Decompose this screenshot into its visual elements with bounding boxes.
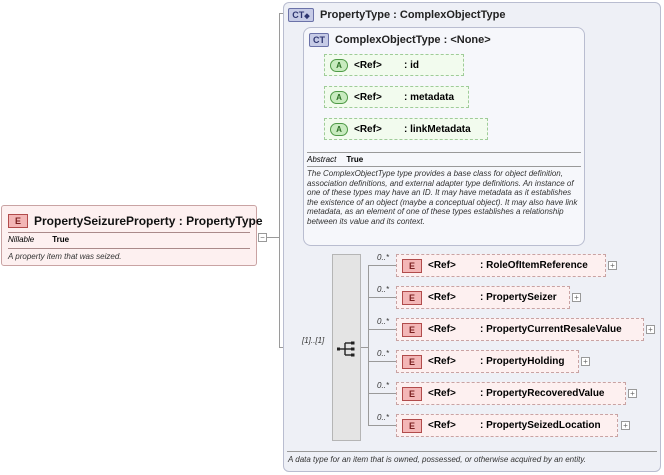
abstract-label: Abstract (307, 155, 337, 164)
attribute-badge: A (330, 90, 348, 104)
element-ref-name: : PropertySeizedLocation (480, 420, 601, 431)
element-ref: <Ref> (428, 420, 456, 431)
element-ref: <Ref> (428, 292, 456, 303)
occurs-label: 0..* (377, 413, 390, 422)
element-ref: <Ref> (428, 324, 456, 335)
element-badge: E (402, 258, 422, 273)
divider (307, 166, 581, 167)
divider (8, 232, 250, 233)
child-element-propertyseizedlocation[interactable]: E <Ref> : PropertySeizedLocation (396, 414, 618, 437)
attribute-name: : id (404, 59, 419, 71)
base-type-badge: CT (309, 33, 329, 47)
nillable-value: True (52, 235, 70, 244)
divider (287, 451, 657, 452)
connector-line (368, 265, 396, 266)
base-type-description: The ComplexObjectType type provides a ba… (307, 169, 578, 226)
element-ref-name: : PropertyCurrentResaleValue (480, 324, 622, 335)
complex-type-header: CT◆ PropertyType : ComplexObjectType (288, 8, 505, 22)
occurs-label: 0..* (377, 285, 390, 294)
connector-line (279, 13, 280, 348)
expand-plus-icon[interactable]: + (581, 357, 590, 366)
element-ref-name: : RoleOfItemReference (480, 260, 588, 271)
complex-type-title: PropertyType : ComplexObjectType (320, 9, 506, 21)
element-badge: E (402, 322, 422, 337)
expand-plus-icon[interactable]: + (628, 389, 637, 398)
attribute-ref: <Ref> (354, 59, 382, 71)
element-name: PropertySeizureProperty : PropertyType (34, 214, 263, 228)
element-badge: E (402, 354, 422, 369)
child-element-roleofitemreference[interactable]: E <Ref> : RoleOfItemReference (396, 254, 606, 277)
connector-line (368, 393, 396, 394)
abstract-row: Abstract True (307, 155, 363, 164)
collapse-minus-icon[interactable]: − (258, 233, 267, 242)
element-badge: E (8, 214, 28, 228)
attribute-name: : linkMetadata (404, 123, 471, 135)
connector-line (267, 237, 279, 238)
divider (8, 248, 250, 249)
complex-type-documentation: A data type for an item that is owned, p… (288, 455, 586, 464)
sequence-multiplicity: [1]..[1] (302, 336, 325, 345)
element-header: E PropertySeizureProperty : PropertyType (8, 212, 263, 230)
element-badge: E (402, 290, 422, 305)
connector-line (368, 425, 396, 426)
connector-line (279, 13, 284, 14)
connector-line (368, 361, 396, 362)
abstract-value: True (346, 155, 364, 164)
attribute-badge: A (330, 58, 348, 72)
occurs-label: 0..* (377, 381, 390, 390)
complex-type-badge: CT◆ (288, 8, 314, 22)
root-element-box[interactable]: E PropertySeizureProperty : PropertyType… (1, 205, 263, 266)
element-ref-name: : PropertyRecoveredValue (480, 388, 605, 399)
element-ref: <Ref> (428, 388, 456, 399)
element-ref: <Ref> (428, 260, 456, 271)
child-element-propertyrecoveredvalue[interactable]: E <Ref> : PropertyRecoveredValue (396, 382, 626, 405)
nillable-row: Nillable True (8, 235, 69, 244)
element-documentation: A property item that was seized. (8, 252, 122, 261)
connector-line (368, 265, 369, 425)
nillable-label: Nillable (8, 235, 35, 244)
connector-line (361, 347, 368, 348)
attribute-ref: <Ref> (354, 91, 382, 103)
element-ref: <Ref> (428, 356, 456, 367)
connector-line (368, 297, 396, 298)
occurs-label: 0..* (377, 253, 390, 262)
expand-plus-icon[interactable]: + (621, 421, 630, 430)
element-badge: E (402, 386, 422, 401)
child-element-propertycurrentresalevalue[interactable]: E <Ref> : PropertyCurrentResaleValue (396, 318, 644, 341)
element-ref-name: : PropertySeizer (480, 292, 557, 303)
attribute-id[interactable]: A <Ref> : id (324, 54, 464, 76)
element-ref-name: : PropertyHolding (480, 356, 565, 367)
occurs-label: 0..* (377, 349, 390, 358)
base-type-header: CT ComplexObjectType : <None> (309, 33, 491, 47)
child-element-propertyseizer[interactable]: E <Ref> : PropertySeizer (396, 286, 570, 309)
element-badge: E (402, 418, 422, 433)
expand-plus-icon[interactable]: + (572, 293, 581, 302)
sequence-compositor[interactable] (332, 254, 361, 441)
divider (307, 152, 581, 153)
base-type-title: ComplexObjectType : <None> (335, 34, 491, 46)
connector-line (368, 329, 396, 330)
attribute-linkmetadata[interactable]: A <Ref> : linkMetadata (324, 118, 488, 140)
attribute-ref: <Ref> (354, 123, 382, 135)
attribute-metadata[interactable]: A <Ref> : metadata (324, 86, 469, 108)
expand-plus-icon[interactable]: + (608, 261, 617, 270)
attribute-badge: A (330, 122, 348, 136)
attribute-name: : metadata (404, 91, 455, 103)
occurs-label: 0..* (377, 317, 390, 326)
child-element-propertyholding[interactable]: E <Ref> : PropertyHolding (396, 350, 579, 373)
sequence-compositor-icon (337, 341, 355, 357)
expand-plus-icon[interactable]: + (646, 325, 655, 334)
